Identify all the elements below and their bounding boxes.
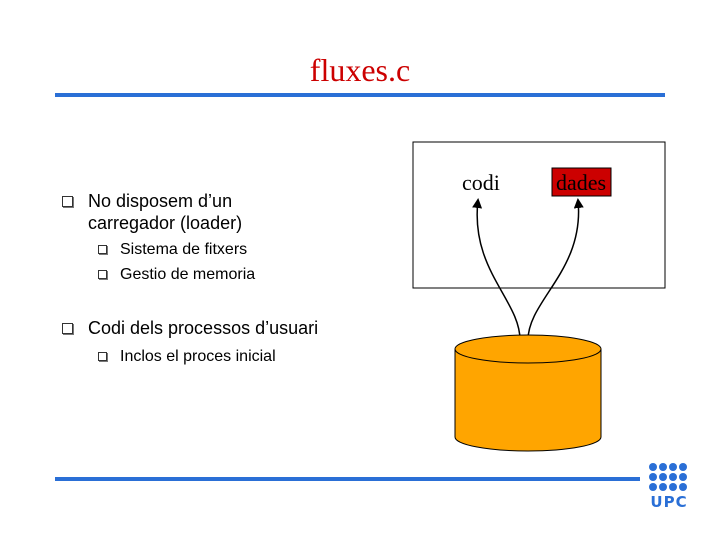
arrow-to-dades <box>527 198 584 341</box>
slide-title: fluxes.c <box>309 52 411 88</box>
sub-bullet-marker <box>98 245 107 254</box>
bullet-marker <box>62 196 73 207</box>
bottom-rule <box>55 477 640 481</box>
dades-box <box>551 167 612 197</box>
arrow-to-codi <box>472 198 521 341</box>
memory-box <box>412 141 666 289</box>
top-rule <box>55 93 665 97</box>
sub-bullet-text: Inclos el proces inicial <box>120 348 276 365</box>
sub-bullet-text: Sistema de fitxers <box>120 241 248 258</box>
bullet-marker <box>62 323 73 334</box>
bullet-text: carregador (loader) <box>88 213 243 233</box>
bullet-text: Codi dels processos d’usuari <box>88 318 319 338</box>
upc-logo-text: UPC <box>650 493 688 511</box>
sub-bullet-text: Gestio de memoria <box>120 266 256 283</box>
dades-label: dades <box>556 170 606 195</box>
sub-bullet-marker <box>98 352 107 361</box>
codi-label: codi <box>462 170 500 195</box>
upc-logo <box>649 463 687 491</box>
disk-cylinder <box>454 334 602 452</box>
bullet-text: No disposem d’un <box>88 191 233 211</box>
sub-bullet-marker <box>98 270 107 279</box>
